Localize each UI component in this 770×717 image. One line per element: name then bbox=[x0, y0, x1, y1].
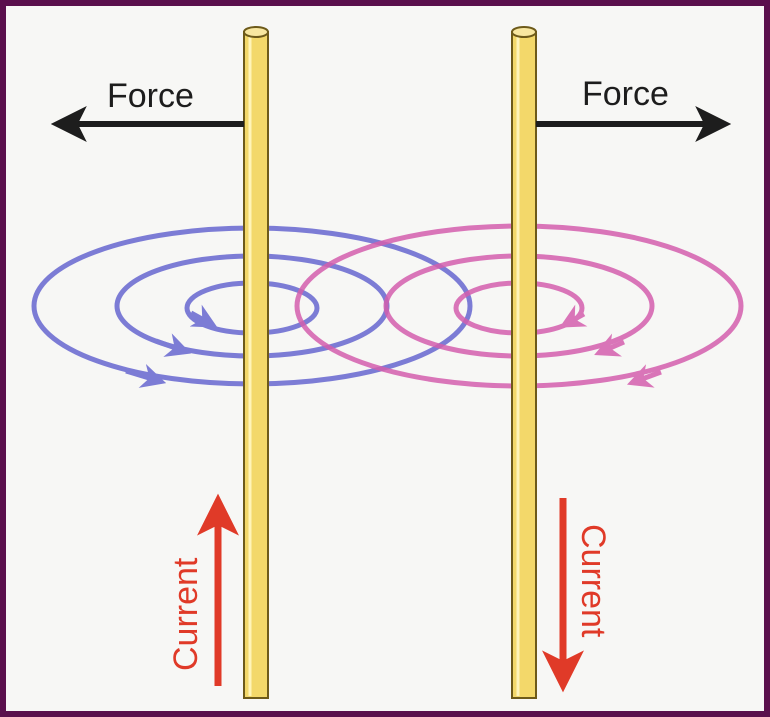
diagram-paper: Force Force Current Current bbox=[6, 6, 764, 711]
left-wire bbox=[243, 26, 269, 699]
left-field-arrow-inner bbox=[189, 304, 218, 328]
right-field-arrow-outer bbox=[626, 364, 662, 388]
parallel-wires-force-diagram: Force Force Current Current bbox=[31, 26, 744, 699]
force-label-right: Force bbox=[582, 75, 669, 113]
right-field-arrow-inner bbox=[559, 304, 588, 328]
left-field-arrow-middle bbox=[155, 333, 192, 357]
right-wire bbox=[511, 26, 537, 699]
right-field-arrow-middle bbox=[594, 333, 625, 357]
force-label-left: Force bbox=[107, 77, 194, 115]
current-label-right: Current bbox=[574, 524, 612, 638]
left-field-arrow-outer bbox=[125, 363, 167, 388]
current-label-left: Current bbox=[167, 557, 205, 671]
